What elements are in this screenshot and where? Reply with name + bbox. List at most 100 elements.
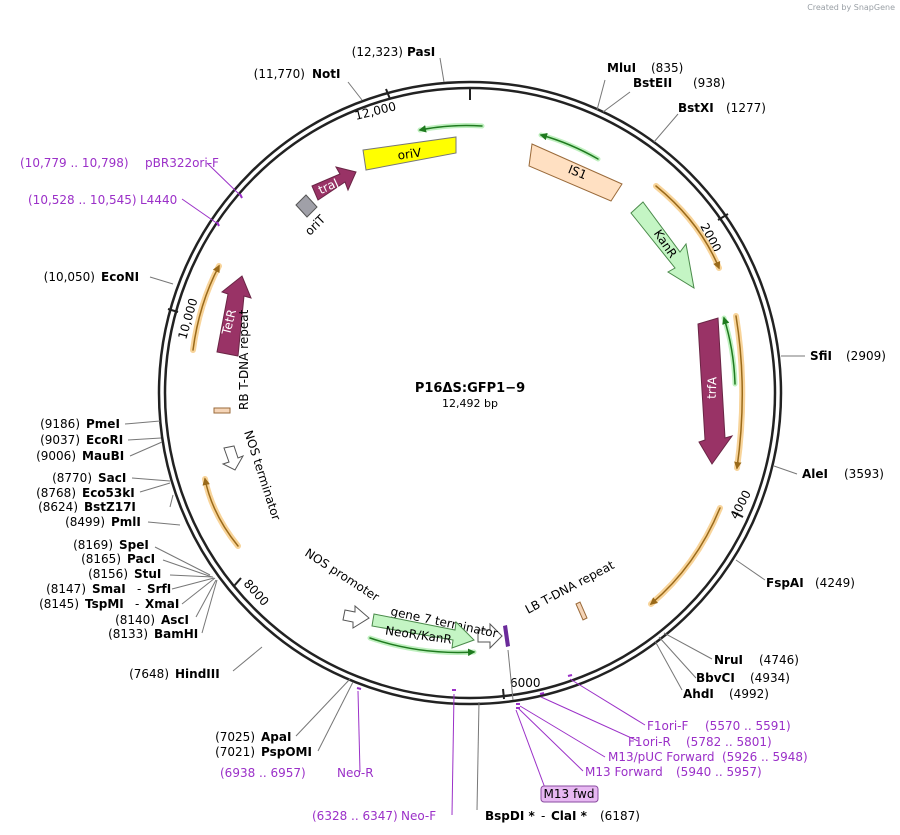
primer-f1ori-f[interactable]: F1ori-F (5570 .. 5591) [647,719,791,733]
site-maubi[interactable]: (9006) MauBI [36,449,124,463]
site-stui[interactable]: (8156) StuI [88,567,161,581]
primer-pbr322ori-f[interactable]: (10,779 .. 10,798) pBR322ori-F [20,156,219,170]
site-pos: (7021) [215,745,255,759]
site-saci[interactable]: (8770) SacI [52,471,126,485]
site-pmli[interactable]: (8499) PmlI [65,515,141,529]
site-alei[interactable]: AleI (3593) [802,467,884,481]
site-smai-srfi[interactable]: (8147) SmaI - SrfI [46,582,171,596]
is1-green-arrow [539,132,599,160]
site-pos: (7025) [215,730,255,744]
tick-10000 [167,308,179,313]
site-name: SmaI [92,582,126,596]
green-arcs [367,123,738,657]
site-spei[interactable]: (8169) SpeI [73,538,149,552]
site-apai[interactable]: (7025) ApaI [215,730,291,744]
primer-range: (5782 .. 5801) [686,735,772,749]
primer-neo-r[interactable]: (6938 .. 6957) Neo-R [220,766,374,780]
site-pos: (1277) [726,101,766,115]
orf-arrow-3 [649,507,721,605]
primer-name: Neo-F [401,809,436,823]
site-asci[interactable]: (8140) AscI [115,613,189,627]
lb-repeat-label: LB T-DNA repeat [523,558,617,617]
site-extra: XmaI [145,597,179,611]
site-eco53ki[interactable]: (8768) Eco53kI [36,486,135,500]
site-name: MluI [607,61,636,75]
snapgene-credit: Created by SnapGene [807,3,895,12]
site-dash: - [137,582,141,596]
site-pos: (8145) [39,597,79,611]
primer-range: (5926 .. 5948) [722,750,808,764]
site-name: AhdI [683,687,714,701]
primer-range: (10,779 .. 10,798) [20,156,129,170]
site-ecori[interactable]: (9037) EcoRI [40,433,123,447]
site-pasi[interactable]: (12,323) PasI [352,45,436,59]
primer-neo-f[interactable]: (6328 .. 6347) Neo-F [312,809,436,823]
feature-lb-repeat[interactable]: LB T-DNA repeat [523,558,617,621]
site-name: SpeI [119,538,149,552]
site-pos: (8165) [81,552,121,566]
site-pos: (8133) [108,627,148,641]
site-mlui[interactable]: MluI (835) [607,61,683,75]
site-name: BstEII [633,76,672,90]
feature-is1[interactable]: IS1 [528,143,623,202]
site-name: BspDI * [485,809,535,823]
site-pos: (8770) [52,471,92,485]
primer-m13-puc-forward[interactable]: M13/pUC Forward (5926 .. 5948) [608,750,808,764]
feature-tetr[interactable]: TetR [216,275,252,357]
site-name: ApaI [261,730,291,744]
primer-range: (6938 .. 6957) [220,766,306,780]
site-pos: (4249) [815,576,855,590]
site-nrui[interactable]: NruI (4746) [714,653,799,667]
site-bstz17i[interactable]: (8624) BstZ17I [38,500,136,514]
site-bbvci[interactable]: BbvCI (4934) [696,671,790,685]
site-ahdi[interactable]: AhdI (4992) [683,687,769,701]
site-pos: (7648) [129,667,169,681]
site-sfii[interactable]: SfiI (2909) [810,349,886,363]
site-tspmi-xmai[interactable]: (8145) TspMI - XmaI [39,597,179,611]
feature-trfa[interactable]: trfA [697,317,734,465]
primer-l4440[interactable]: (10,528 .. 10,545) L4440 [28,193,177,207]
site-name: HindIII [175,667,220,681]
feature-m13-site[interactable] [503,625,510,647]
site-pspomi[interactable]: (7021) PspOMI [215,745,312,759]
m13-fwd-box[interactable]: M13 fwd [540,785,599,803]
site-bsteii[interactable]: BstEII (938) [633,76,725,90]
site-bamhi[interactable]: (8133) BamHI [108,627,198,641]
site-name: MauBI [82,449,124,463]
site-name: AscI [161,613,189,627]
orf-arrow-2 [734,315,744,470]
site-name: BbvCI [696,671,735,685]
site-pos: (9037) [40,433,80,447]
oriv-label: oriV [397,145,423,162]
site-pmei[interactable]: (9186) PmeI [40,417,120,431]
primer-labels: (10,779 .. 10,798) pBR322ori-F (10,528 .… [20,156,808,823]
site-fspai[interactable]: FspAI (4249) [766,576,855,590]
site-bspdi-clai[interactable]: BspDI * - ClaI * (6187) [485,809,640,823]
site-name: TspMI [85,597,124,611]
feature-traj[interactable]: traJ [311,166,357,201]
site-name: BstZ17I [84,500,136,514]
site-dash: - [541,809,545,823]
site-hindiii[interactable]: (7648) HindIII [129,667,220,681]
site-bstxi[interactable]: BstXI (1277) [678,101,766,115]
site-econi[interactable]: (10,050) EcoNI [44,270,139,284]
plasmid-size: 12,492 bp [442,397,498,410]
is1-label: IS1 [566,162,589,182]
feature-oriv[interactable]: oriV [362,136,457,171]
primer-name: M13 Forward [585,765,663,779]
tick-6000 [502,688,505,700]
site-extra: ClaI * [551,809,588,823]
primer-range: (10,528 .. 10,545) [28,193,137,207]
tick-label-6000: 6000 [510,676,541,690]
feature-rb-repeat[interactable]: RB T-DNA repeat [213,309,251,414]
site-pos: (10,050) [44,270,95,284]
site-name: PmlI [111,515,141,529]
site-leaders [124,57,805,811]
primer-f1ori-r[interactable]: F1ori-R (5782 .. 5801) [628,735,772,749]
feature-orit[interactable]: oriT [295,194,329,238]
primer-m13-forward[interactable]: M13 Forward (5940 .. 5957) [585,765,762,779]
feature-nos-promoter[interactable]: NOS promoter [302,546,382,629]
site-noti[interactable]: (11,770) NotI [254,67,341,81]
feature-nos-terminator[interactable]: NOS terminator [221,429,283,522]
site-paci[interactable]: (8165) PacI [81,552,155,566]
